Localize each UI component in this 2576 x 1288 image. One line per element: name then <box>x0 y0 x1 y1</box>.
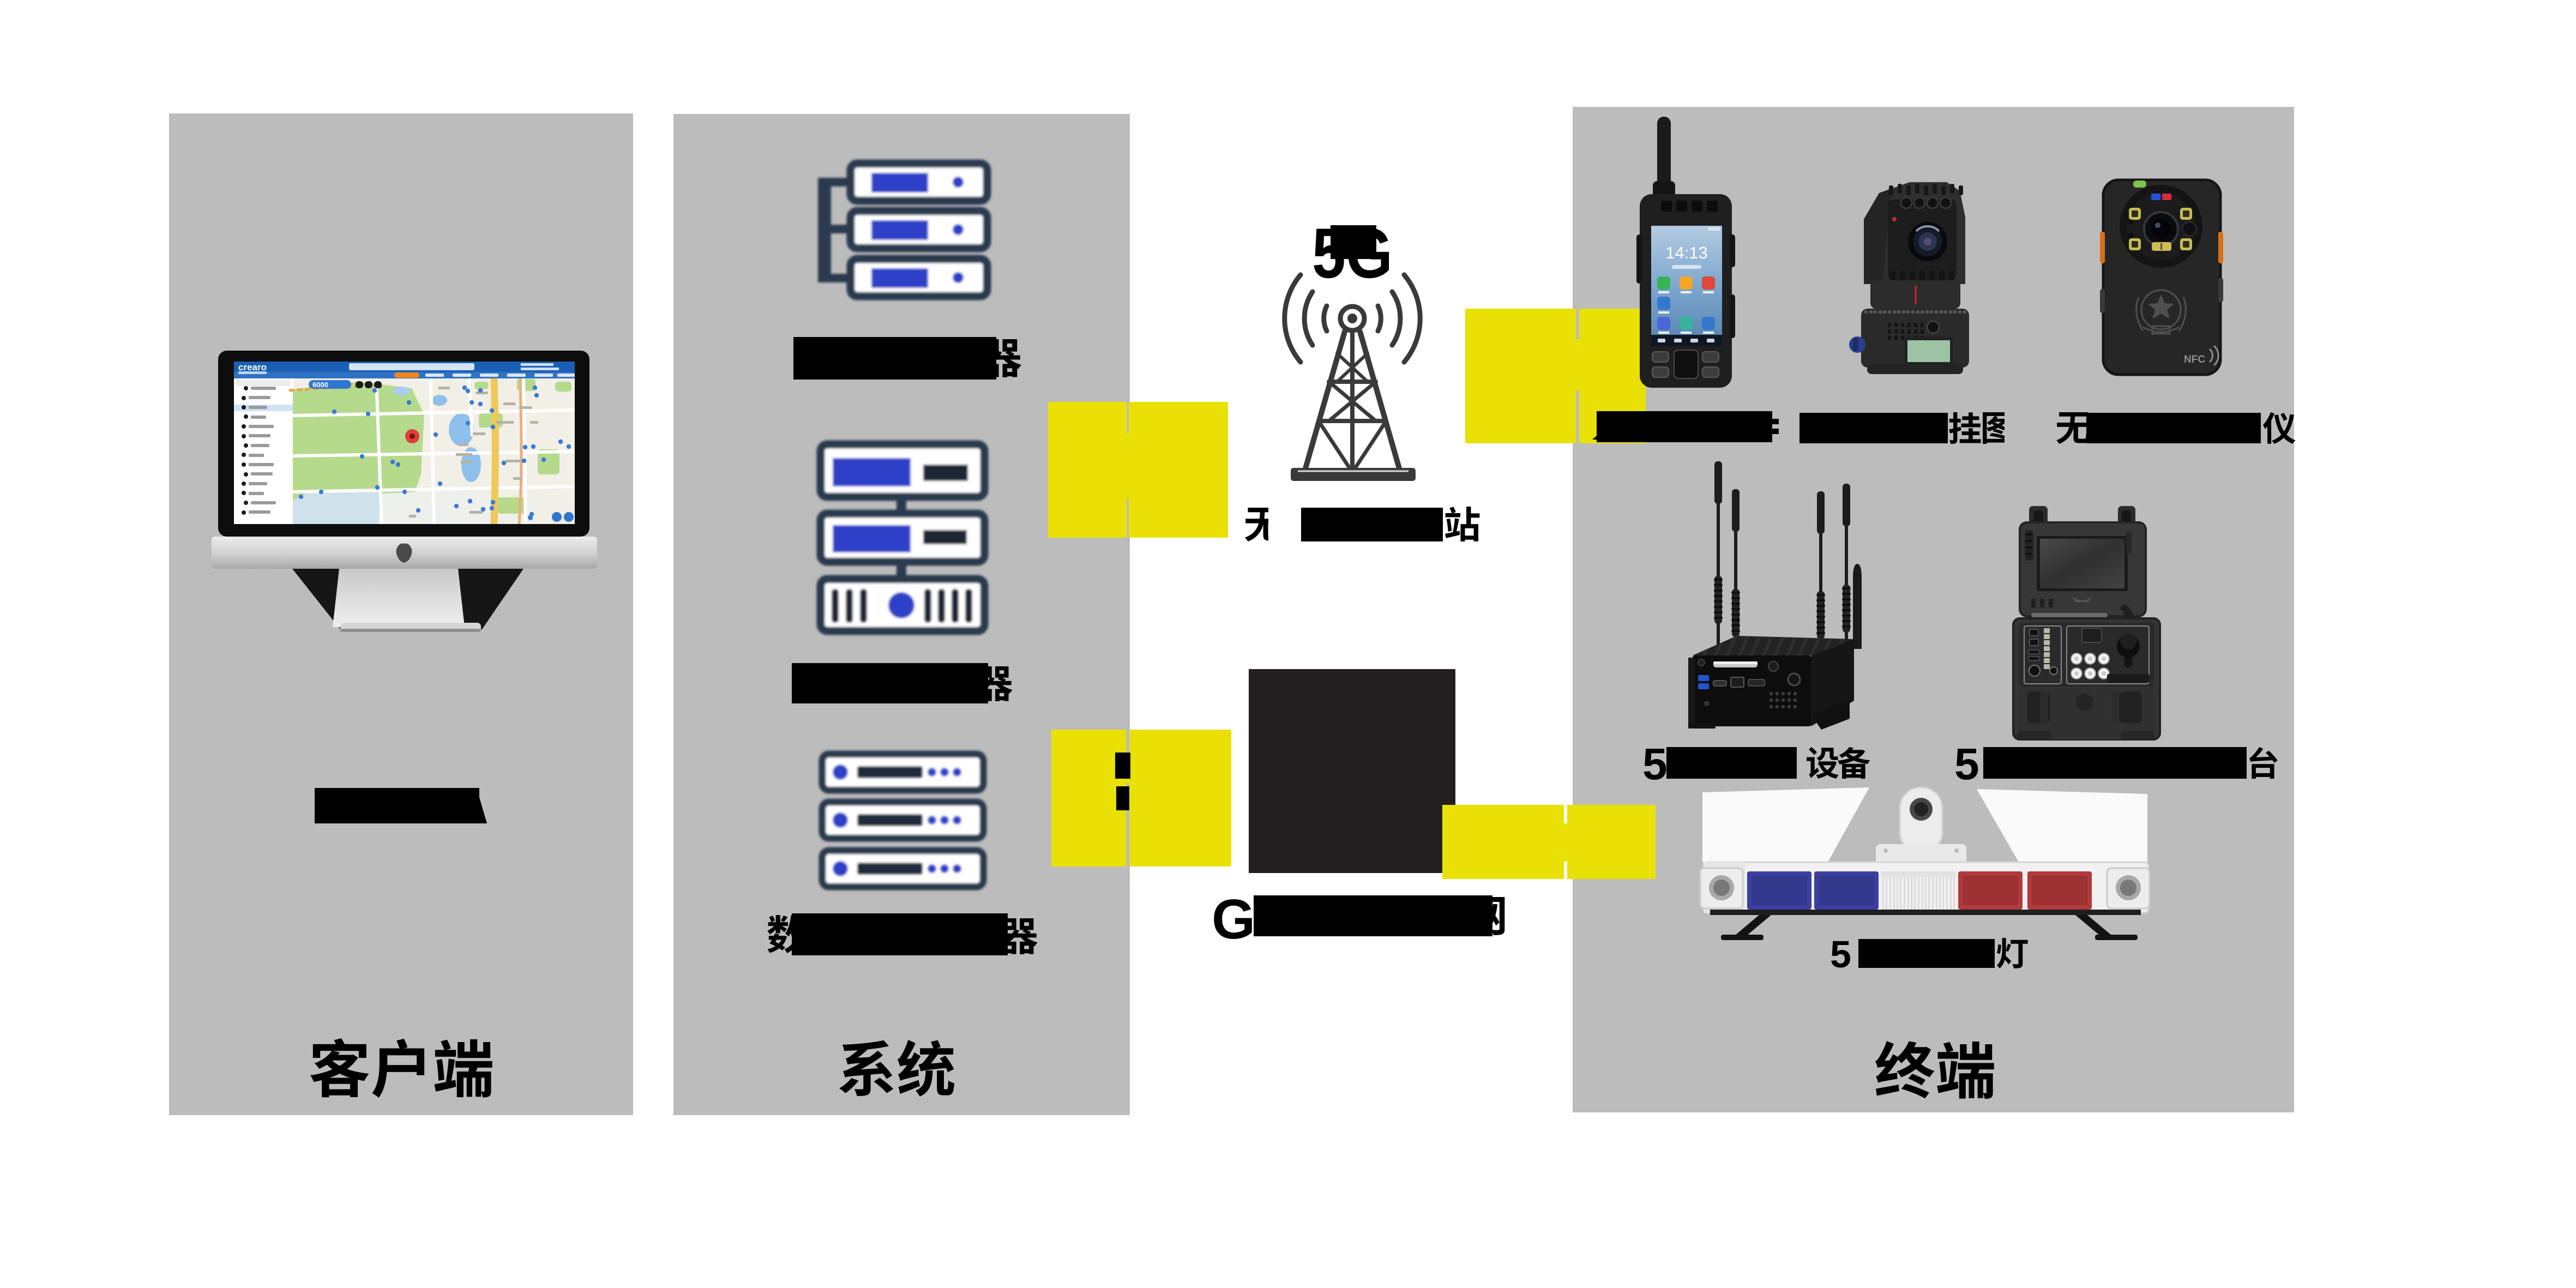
svg-text:crearo: crearo <box>238 362 267 372</box>
svg-text:14:13: 14:13 <box>1665 243 1708 262</box>
svg-text:NFC: NFC <box>2184 354 2205 365</box>
svg-text:G: G <box>1212 888 1255 950</box>
svg-text:5: 5 <box>1642 739 1668 789</box>
svg-text:5: 5 <box>1830 933 1851 976</box>
svg-text:6000: 6000 <box>312 381 328 389</box>
svg-text:5: 5 <box>1954 739 1979 789</box>
